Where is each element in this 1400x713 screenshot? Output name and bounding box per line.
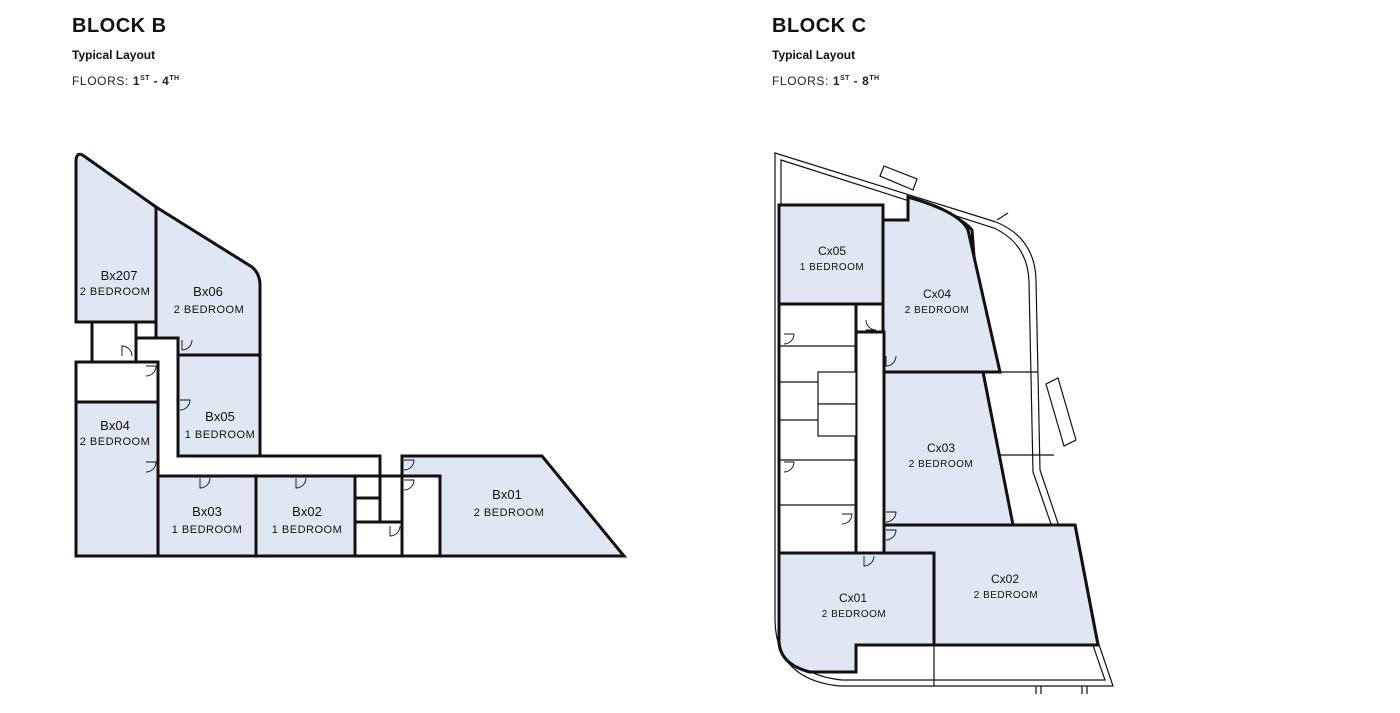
block-b-subtitle: Typical Layout	[72, 48, 156, 62]
unit-bx02-name: Bx02	[292, 504, 322, 519]
block-b-floor-sep: -	[153, 74, 159, 88]
unit-bx03-name: Bx03	[192, 504, 222, 519]
unit-cx02-name: Cx02	[991, 572, 1019, 586]
door-icon	[783, 333, 795, 345]
unit-cx01[interactable]	[777, 551, 936, 674]
block-c-balcony-1	[879, 165, 918, 191]
unit-bx207-type: 2 BEDROOM	[80, 286, 151, 298]
unit-cx05-type: 1 BEDROOM	[800, 262, 865, 273]
unit-bx207-name: Bx207	[101, 268, 138, 283]
block-c-floor-to-suffix: TH	[869, 75, 880, 82]
door-icon	[403, 479, 415, 491]
block-b-lobby-room	[90, 320, 138, 364]
block-b-floor-to-suffix: TH	[169, 75, 180, 82]
block-c-floor-sep: -	[853, 74, 859, 88]
block-b-floor-from-suffix: ST	[140, 75, 150, 82]
block-b-floors: FLOORS: 1ST - 4TH	[72, 72, 179, 88]
block-b-floor-from: 1	[132, 74, 141, 88]
unit-cx03-type: 2 BEDROOM	[909, 459, 974, 470]
block-b-shaft-2	[353, 496, 382, 524]
unit-cx04-type: 2 BEDROOM	[905, 305, 970, 316]
unit-bx04-name: Bx04	[100, 418, 130, 433]
block-b-shaft-1	[353, 474, 382, 500]
door-icon	[295, 477, 307, 489]
block-c-lift-1	[817, 371, 857, 405]
unit-bx06-type: 2 BEDROOM	[174, 304, 245, 316]
door-icon	[863, 555, 875, 567]
door-icon	[181, 339, 193, 351]
unit-cx03-name: Cx03	[927, 441, 955, 455]
unit-cx02-type: 2 BEDROOM	[974, 590, 1039, 601]
unit-bx04-type: 2 BEDROOM	[80, 436, 151, 448]
door-icon	[403, 459, 415, 471]
door-icon	[145, 365, 157, 377]
block-b-header: BLOCK B Typical Layout FLOORS: 1ST - 4TH	[72, 14, 179, 88]
door-icon	[179, 399, 191, 411]
block-c-lift-2	[817, 403, 857, 437]
unit-bx05-name: Bx05	[205, 409, 235, 424]
unit-bx06-name: Bx06	[193, 284, 223, 299]
door-icon	[885, 511, 897, 523]
door-icon	[783, 461, 795, 473]
block-c-floor-from-suffix: ST	[840, 75, 850, 82]
block-c-plan: Cx05 1 BEDROOM Cx04 2 BEDROOM Cx03 2 BED…	[774, 152, 1114, 694]
block-c-subtitle: Typical Layout	[772, 48, 856, 62]
unit-bx01-type: 2 BEDROOM	[474, 507, 545, 519]
door-icon	[121, 345, 133, 357]
unit-cx04-name: Cx04	[923, 287, 951, 301]
block-b-plan: Bx207 2 BEDROOM Bx06 2 BEDROOM Bx05 1 BE…	[74, 152, 628, 558]
door-icon	[389, 525, 401, 537]
unit-bx01-name: Bx01	[492, 487, 522, 502]
unit-bx06[interactable]	[154, 204, 262, 357]
block-c-floor-from: 1	[832, 74, 841, 88]
block-b-stair-room	[74, 360, 160, 404]
block-c-floors-label: FLOORS:	[772, 74, 829, 88]
unit-cx01-name: Cx01	[839, 591, 867, 605]
unit-cx04[interactable]	[881, 195, 1002, 374]
block-c-balcony-3	[1045, 377, 1077, 447]
block-b-title: BLOCK B	[72, 15, 167, 37]
unit-bx02-type: 1 BEDROOM	[272, 524, 343, 536]
unit-bx03-type: 1 BEDROOM	[172, 524, 243, 536]
block-c-balcony-2	[996, 212, 1009, 221]
door-icon	[885, 529, 897, 541]
unit-cx05-name: Cx05	[818, 244, 846, 258]
door-icon	[145, 461, 157, 473]
block-b-floor-to: 4	[162, 74, 170, 88]
door-icon	[841, 513, 853, 525]
block-b-store	[400, 474, 442, 558]
door-icon	[885, 355, 897, 367]
block-c-floors: FLOORS: 1ST - 8TH	[772, 72, 879, 88]
block-c-title: BLOCK C	[772, 15, 867, 37]
unit-cx01-type: 2 BEDROOM	[822, 609, 887, 620]
block-b-shaft-3	[353, 520, 404, 558]
unit-bx05-type: 1 BEDROOM	[185, 429, 256, 441]
block-c-corridor	[854, 330, 886, 555]
block-c-floor-to: 8	[862, 74, 870, 88]
unit-bx05[interactable]	[176, 353, 262, 458]
block-b-floors-label: FLOORS:	[72, 74, 129, 88]
door-icon	[199, 477, 211, 489]
block-c-header: BLOCK C Typical Layout FLOORS: 1ST - 8TH	[772, 14, 879, 88]
door-icon	[865, 319, 877, 331]
